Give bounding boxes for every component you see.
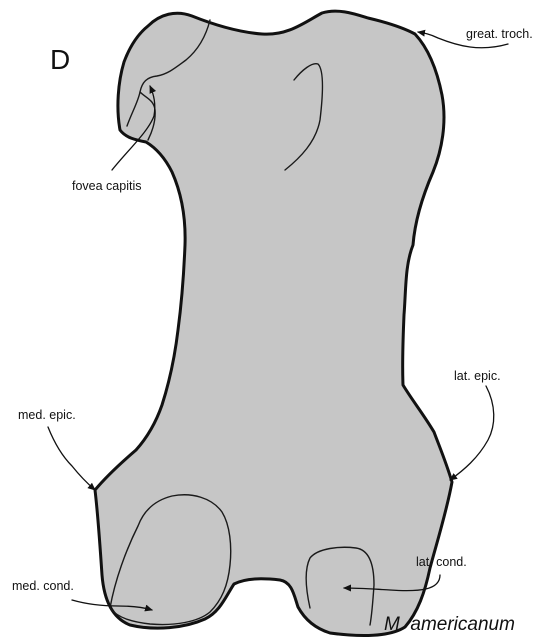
lat-epic-arrow <box>450 386 494 480</box>
label-med-cond: med. cond. <box>12 579 74 593</box>
femur-outline <box>95 11 452 635</box>
med-epic-arrow <box>48 427 95 490</box>
species-label: M. americanum <box>384 614 515 635</box>
label-lat-cond: lat. cond. <box>416 555 467 569</box>
panel-letter: D <box>50 44 70 75</box>
label-great-troch: great. troch. <box>466 27 533 41</box>
label-fovea-capitis: fovea capitis <box>72 179 141 193</box>
label-med-epic: med. epic. <box>18 408 76 422</box>
label-lat-epic: lat. epic. <box>454 369 501 383</box>
